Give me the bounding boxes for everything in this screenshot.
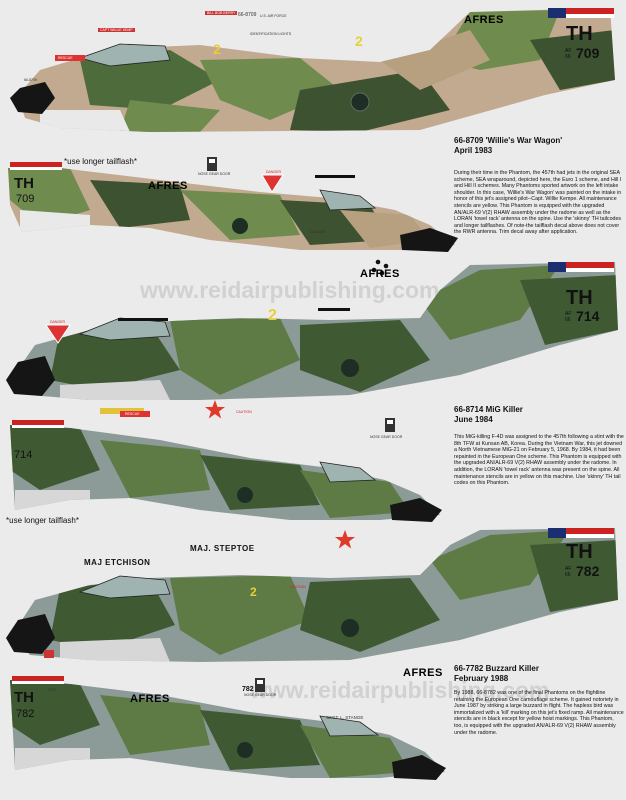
tail-af-1: AF bbox=[565, 48, 571, 54]
tail-code-th-5: TH bbox=[566, 541, 593, 563]
watermark-text-2: www.reidairpublishing.com bbox=[249, 677, 549, 703]
rescue-arrow-1 bbox=[55, 55, 85, 61]
yellow-2-a: 2 bbox=[355, 33, 363, 49]
tail-yr-3: 66 bbox=[565, 317, 571, 323]
tail-af-3: AF bbox=[565, 311, 571, 317]
yellow-2-d: 2 bbox=[250, 585, 257, 599]
caption-2-title: 66-8714 MiG Killer bbox=[454, 405, 523, 414]
serial-stencil-709b: 66-8709 bbox=[24, 78, 37, 82]
tail-number-782: 782 bbox=[576, 563, 600, 579]
national-insignia-6 bbox=[237, 742, 253, 758]
afres-label-2: AFRES bbox=[148, 180, 188, 192]
black-bar-1 bbox=[315, 175, 355, 178]
watermark-group: www.reidairpublishing.com www.reidairpub… bbox=[139, 277, 549, 703]
yellow-2-b: 2 bbox=[213, 41, 221, 57]
tail-number-709: 709 bbox=[576, 45, 600, 61]
aircraft-66-7782-left bbox=[10, 676, 446, 780]
danger-stencil-2: DANGER bbox=[50, 320, 65, 324]
red-star-2 bbox=[335, 530, 355, 549]
sgt-stange-label: SSGT. L. STANGE bbox=[326, 715, 364, 720]
caution-stencil-2: CAUTION bbox=[236, 410, 252, 414]
bill-bob-berry-label: BILL BOB BERRY bbox=[205, 11, 238, 15]
tail-yr-5: 66 bbox=[565, 572, 571, 578]
afres-label-3: AFRES bbox=[360, 268, 400, 280]
rescue-arrows bbox=[55, 55, 150, 417]
nose-gear-door-2: NOSE GEAR DOOR bbox=[370, 435, 403, 439]
tail-af-5: AF bbox=[565, 566, 571, 572]
black-bar-3 bbox=[318, 308, 350, 311]
tail-code-th-6: TH bbox=[14, 689, 34, 706]
aircraft-66-8714-right bbox=[6, 262, 618, 419]
aircraft-66-8714-left bbox=[10, 418, 442, 549]
caption-2-body: This MiG-killing F-4D was assigned to th… bbox=[454, 434, 624, 487]
capt-willie-kemp-label: CAPT WILLIE KEMP bbox=[98, 28, 135, 32]
us-air-force-stencil: U.S. AIR FORCE bbox=[260, 14, 287, 18]
nose-gear-door-1: NOSE GEAR DOOR bbox=[198, 172, 231, 176]
rescue-stencil-1: RESCUE bbox=[58, 56, 73, 60]
fuel-stencil: FUEL bbox=[48, 688, 57, 692]
danger-stencil-1: DANGER bbox=[266, 170, 281, 174]
rescue-arrow-2 bbox=[120, 411, 150, 417]
afres-label-1: AFRES bbox=[464, 14, 504, 26]
national-insignia-2 bbox=[232, 218, 248, 234]
yellow-numbers: 2 2 2 2 bbox=[213, 33, 363, 599]
rescue-stencil-2: RESCUE bbox=[125, 412, 140, 416]
national-insignia-5 bbox=[341, 619, 359, 637]
caution-stencil-3: CAUTION bbox=[290, 585, 306, 589]
ident-lights-stencil: IDENTIFICATION LIGHTS bbox=[250, 32, 292, 36]
tail-code-th-1: TH bbox=[566, 23, 593, 45]
caption-3-body: By 1988, 66-8782 was one of the final Ph… bbox=[454, 690, 624, 736]
caption-3-title: 66-7782 Buzzard Killer bbox=[454, 664, 539, 673]
tail-yr-1: 66 bbox=[565, 54, 571, 60]
tail-number-782-left: 782 bbox=[16, 708, 34, 720]
caption-1-body: During their time in the Phantom, the 45… bbox=[454, 170, 622, 236]
caption-1-title: 66-8709 'Willie's War Wagon' bbox=[454, 136, 563, 145]
watermark-text-1: www.reidairpublishing.com bbox=[139, 277, 439, 303]
national-insignia-4 bbox=[237, 487, 253, 503]
yellow-2-c: 2 bbox=[268, 307, 277, 324]
aircraft-66-8709-left bbox=[8, 157, 458, 276]
tail-code-th-3: TH bbox=[566, 287, 593, 309]
aircraft-66-8709-right bbox=[10, 8, 615, 132]
caption-3-date: February 1988 bbox=[454, 674, 509, 683]
tail-number-714-left: 714 bbox=[14, 449, 32, 461]
aircraft-66-7782-right bbox=[6, 528, 618, 662]
afres-label-5: AFRES bbox=[130, 693, 170, 705]
caution-stencil-1: CAUTION bbox=[310, 230, 326, 234]
maj-steptoe-label: MAJ. STEPTOE bbox=[190, 544, 255, 553]
black-bar-2 bbox=[118, 318, 168, 321]
danger-triangle-2 bbox=[45, 324, 71, 344]
longer-tailflash-note-1: *use longer tailflash* bbox=[64, 157, 137, 166]
longer-tailflash-note-2: *use longer tailflash* bbox=[6, 516, 79, 525]
national-insignia-1 bbox=[350, 92, 370, 112]
small-782-label: 782 bbox=[242, 686, 254, 693]
red-star-1 bbox=[205, 400, 225, 419]
tail-code-th-2: TH bbox=[14, 175, 34, 192]
afres-label-4: AFRES bbox=[403, 667, 443, 679]
serial-stencil-709: 66-8709 bbox=[238, 12, 257, 18]
caption-1-date: April 1983 bbox=[454, 146, 493, 155]
tail-number-714: 714 bbox=[576, 308, 600, 324]
caption-2-date: June 1984 bbox=[454, 415, 493, 424]
tail-codes: TH AF 66 709 TH 709 TH AF 66 714 714 TH … bbox=[14, 23, 600, 720]
maj-etchison-label: MAJ ETCHISON bbox=[84, 558, 151, 567]
danger-triangle-1 bbox=[261, 174, 284, 193]
national-insignia-3 bbox=[341, 359, 359, 377]
nose-gear-door-3: NOSE GEAR DOOR bbox=[244, 693, 277, 697]
tail-number-709-left: 709 bbox=[16, 193, 34, 205]
